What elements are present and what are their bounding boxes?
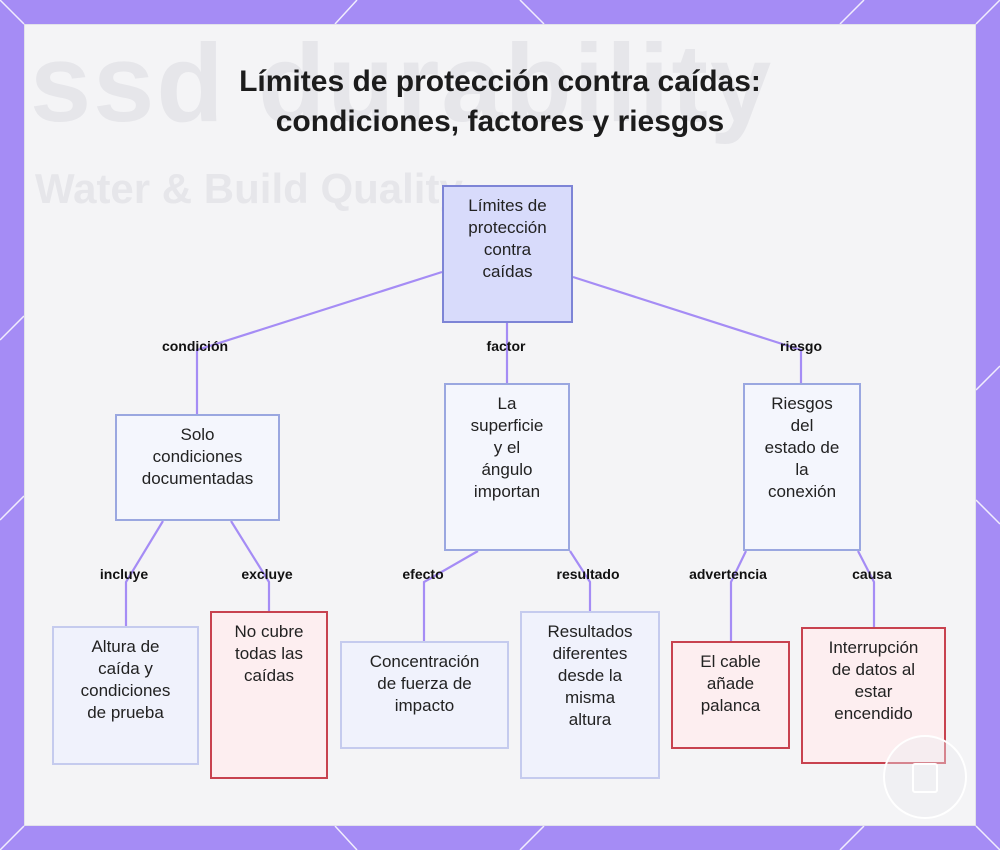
brand-logo-icon xyxy=(883,735,967,819)
node-text: estado de xyxy=(764,438,840,457)
edge-label-effect: efecto xyxy=(402,566,444,582)
edge-excludes-line xyxy=(230,520,271,611)
document-icon xyxy=(912,763,938,793)
node-text: estar xyxy=(854,682,893,701)
node-text: Límites de xyxy=(468,196,547,215)
node-text: todas las xyxy=(234,644,304,663)
node-text: Interrupción xyxy=(828,638,919,657)
edge-result-line xyxy=(569,550,592,611)
node-text: superficie xyxy=(470,416,544,435)
node-text: diferentes xyxy=(552,644,628,663)
background-watermark: ssd durability xyxy=(30,24,774,145)
node-text: misma xyxy=(564,688,616,707)
node-text: Riesgos xyxy=(771,394,833,413)
node-text: protección xyxy=(468,218,547,237)
node-text: Concentración xyxy=(369,652,480,671)
node-excludes: No cubre todas las caídas xyxy=(210,611,328,779)
node-includes: Altura de caída y condiciones de prueba xyxy=(52,626,199,765)
node-text: caídas xyxy=(482,262,533,281)
node-warning: El cable añade palanca xyxy=(671,641,790,749)
node-condition: Solo condiciones documentadas xyxy=(115,414,280,521)
title-line-1: Límites de protección contra caídas: xyxy=(239,65,761,98)
node-text: importan xyxy=(473,482,541,501)
node-text: de datos al xyxy=(831,660,916,679)
node-text: caída y xyxy=(98,659,153,678)
edge-label-factor: factor xyxy=(486,338,526,354)
edge-effect-line xyxy=(422,550,479,641)
edge-includes-line xyxy=(124,520,164,626)
node-text: No cubre xyxy=(234,622,304,641)
node-text: caídas xyxy=(243,666,295,685)
edge-risk-line xyxy=(572,275,803,383)
edge-label-risk: riesgo xyxy=(779,338,823,354)
node-text: Resultados xyxy=(547,622,633,641)
node-text: Altura de xyxy=(91,637,160,656)
node-text: la xyxy=(795,460,809,479)
node-text: encendido xyxy=(834,704,913,723)
node-text: desde la xyxy=(557,666,623,685)
edge-condition-line xyxy=(195,270,443,414)
node-factor: La superficie y el ángulo importan xyxy=(444,383,570,551)
node-text: de fuerza de xyxy=(377,674,472,693)
node-text: palanca xyxy=(700,696,761,715)
background-watermark: Water & Build Quality xyxy=(35,165,463,212)
node-text: La xyxy=(497,394,517,413)
node-text: contra xyxy=(483,240,532,259)
node-text: condiciones xyxy=(152,447,243,466)
node-text: añade xyxy=(706,674,755,693)
diagram-title: Límites de protección contra caídas: con… xyxy=(0,62,1000,142)
edge-label-includes: incluye xyxy=(99,566,149,582)
node-effect: Concentración de fuerza de impacto xyxy=(340,641,509,749)
node-text: condiciones xyxy=(80,681,171,700)
node-text: del xyxy=(790,416,814,435)
node-text: Solo xyxy=(180,425,215,444)
edge-label-warning: advertencia xyxy=(689,566,767,582)
edge-label-result: resultado xyxy=(556,566,620,582)
edge-label-condition: condición xyxy=(161,338,229,354)
edge-label-cause: causa xyxy=(852,566,892,582)
node-text: El cable xyxy=(700,652,761,671)
edge-warning-line xyxy=(729,550,747,641)
node-risk: Riesgos del estado de la conexión xyxy=(743,383,861,551)
node-text: conexión xyxy=(767,482,837,501)
title-line-2: condiciones, factores y riesgos xyxy=(275,105,725,138)
node-text: impacto xyxy=(394,696,455,715)
node-result: Resultados diferentes desde la misma alt… xyxy=(520,611,660,779)
node-text: ángulo xyxy=(481,460,533,479)
edge-label-excludes: excluye xyxy=(241,566,293,582)
edge-cause-line xyxy=(857,550,876,627)
node-text: documentadas xyxy=(141,469,254,488)
node-text: y el xyxy=(493,438,521,457)
node-text: altura xyxy=(568,710,612,729)
node-root: Límites de protección contra caídas xyxy=(442,185,573,323)
node-text: de prueba xyxy=(87,703,164,722)
